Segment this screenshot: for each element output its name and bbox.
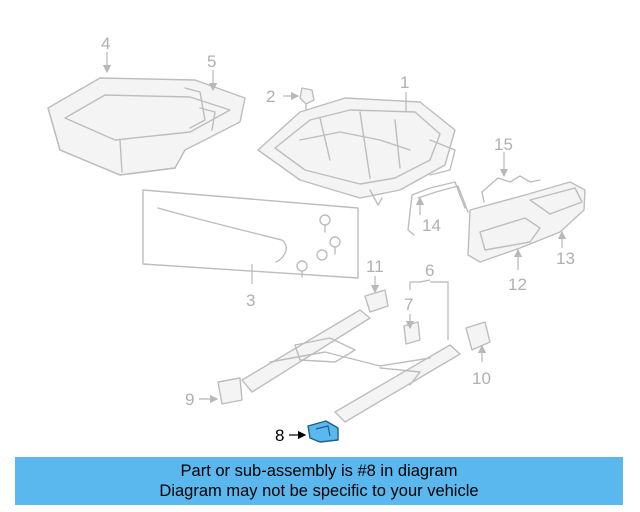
clip-part[interactable] [299, 87, 315, 111]
callout-9: 9 [185, 390, 194, 409]
cover-part-9[interactable] [217, 377, 243, 405]
banner-line-2: Diagram may not be specific to your vehi… [159, 482, 479, 500]
callout-11: 11 [366, 257, 384, 276]
callout-5: 5 [207, 52, 216, 71]
highlighted-part-8[interactable] [307, 420, 339, 443]
callout-6: 6 [425, 261, 434, 280]
seat-track[interactable] [241, 309, 461, 423]
callout-13: 13 [556, 249, 575, 268]
callout-3: 3 [246, 291, 255, 310]
callout-1: 1 [400, 73, 409, 92]
wire-kit[interactable] [142, 189, 359, 279]
callout-14: 14 [422, 216, 441, 235]
seat-cushion-pad[interactable] [47, 77, 246, 176]
callout-7: 7 [404, 295, 413, 314]
callout-2: 2 [266, 87, 275, 106]
side-cover[interactable] [467, 181, 586, 263]
leader-lines [102, 52, 567, 440]
callout-4: 4 [101, 34, 110, 53]
banner-line-1: Part or sub-assembly is #8 in diagram [180, 462, 458, 480]
bracket-part[interactable] [364, 289, 389, 313]
info-banner: Part or sub-assembly is #8 in diagram Di… [15, 457, 623, 505]
cover-part-10[interactable] [465, 321, 491, 351]
callout-15: 15 [494, 135, 513, 154]
seat-cushion-cover[interactable] [184, 87, 206, 129]
callout-12: 12 [508, 275, 527, 294]
wire-hook[interactable] [481, 175, 541, 203]
callout-8: 8 [275, 426, 284, 445]
wire-harness[interactable] [407, 181, 469, 236]
seat-frame[interactable] [257, 97, 456, 206]
callout-10: 10 [472, 369, 491, 388]
